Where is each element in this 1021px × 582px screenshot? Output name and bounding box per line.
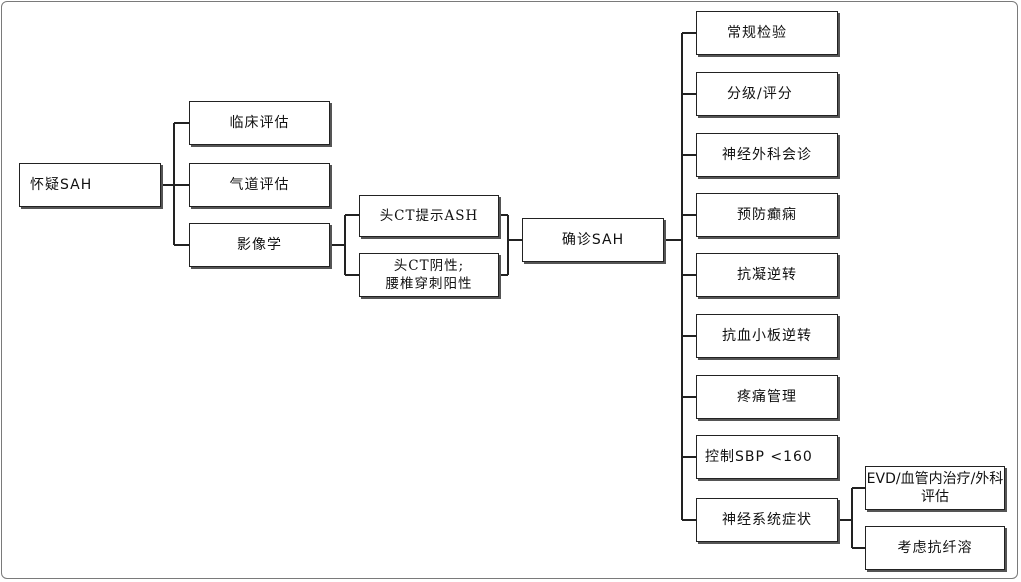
node-anticoagulation-reversal-label: 抗凝逆转 — [737, 267, 797, 283]
node-anticoagulation-reversal: 抗凝逆转 — [696, 253, 838, 297]
node-routine-tests: 常规检验 — [696, 11, 838, 55]
node-antiplatelet-reversal: 抗血小板逆转 — [696, 314, 838, 358]
node-ct-positive-label: 头CT提示ASH — [379, 208, 479, 224]
node-suspect-sah: 怀疑SAH — [19, 163, 161, 207]
node-clinical-assessment-label: 临床评估 — [229, 115, 290, 131]
node-neurosurgery-consult-label: 神经外科会诊 — [722, 147, 812, 163]
node-airway-assessment-label: 气道评估 — [229, 177, 290, 193]
node-airway-assessment: 气道评估 — [189, 163, 330, 207]
node-pain-management: 疼痛管理 — [696, 375, 838, 419]
node-seizure-prophylaxis-label: 预防癫痫 — [737, 207, 797, 223]
node-evd-endovascular-surgical: EVD/血管内治疗/外科评估 — [865, 466, 1005, 510]
node-evd-endovascular-surgical-label: EVD/血管内治疗/外科评估 — [866, 471, 1004, 505]
node-ct-negative-lp-positive: 头CT阴性; 腰椎穿刺阳性 — [359, 253, 499, 297]
node-clinical-assessment: 临床评估 — [189, 101, 330, 145]
node-routine-tests-label: 常规检验 — [727, 25, 787, 41]
node-antiplatelet-reversal-label: 抗血小板逆转 — [722, 328, 812, 344]
node-suspect-sah-label: 怀疑SAH — [30, 177, 93, 193]
node-grading: 分级/评分 — [696, 72, 838, 116]
node-confirmed-sah-label: 确诊SAH — [561, 232, 625, 248]
node-imaging-label: 影像学 — [237, 237, 282, 253]
node-grading-label: 分级/评分 — [727, 86, 793, 102]
node-imaging: 影像学 — [189, 223, 330, 267]
node-pain-management-label: 疼痛管理 — [737, 389, 797, 405]
node-ct-negative-lp-positive-label: 头CT阴性; 腰椎穿刺阳性 — [385, 258, 473, 292]
node-sbp-control-label: 控制SBP <160 — [705, 449, 813, 465]
node-neurosurgery-consult: 神经外科会诊 — [696, 133, 838, 177]
node-neuro-symptoms-label: 神经系统症状 — [722, 512, 812, 528]
node-confirmed-sah: 确诊SAH — [522, 218, 664, 262]
node-ct-positive: 头CT提示ASH — [359, 195, 499, 237]
node-neuro-symptoms: 神经系统症状 — [696, 498, 838, 542]
node-seizure-prophylaxis: 预防癫痫 — [696, 193, 838, 237]
node-consider-antifibrinolysis-label: 考虑抗纤溶 — [897, 540, 973, 556]
node-sbp-control: 控制SBP <160 — [696, 435, 838, 479]
node-consider-antifibrinolysis: 考虑抗纤溶 — [865, 526, 1005, 570]
